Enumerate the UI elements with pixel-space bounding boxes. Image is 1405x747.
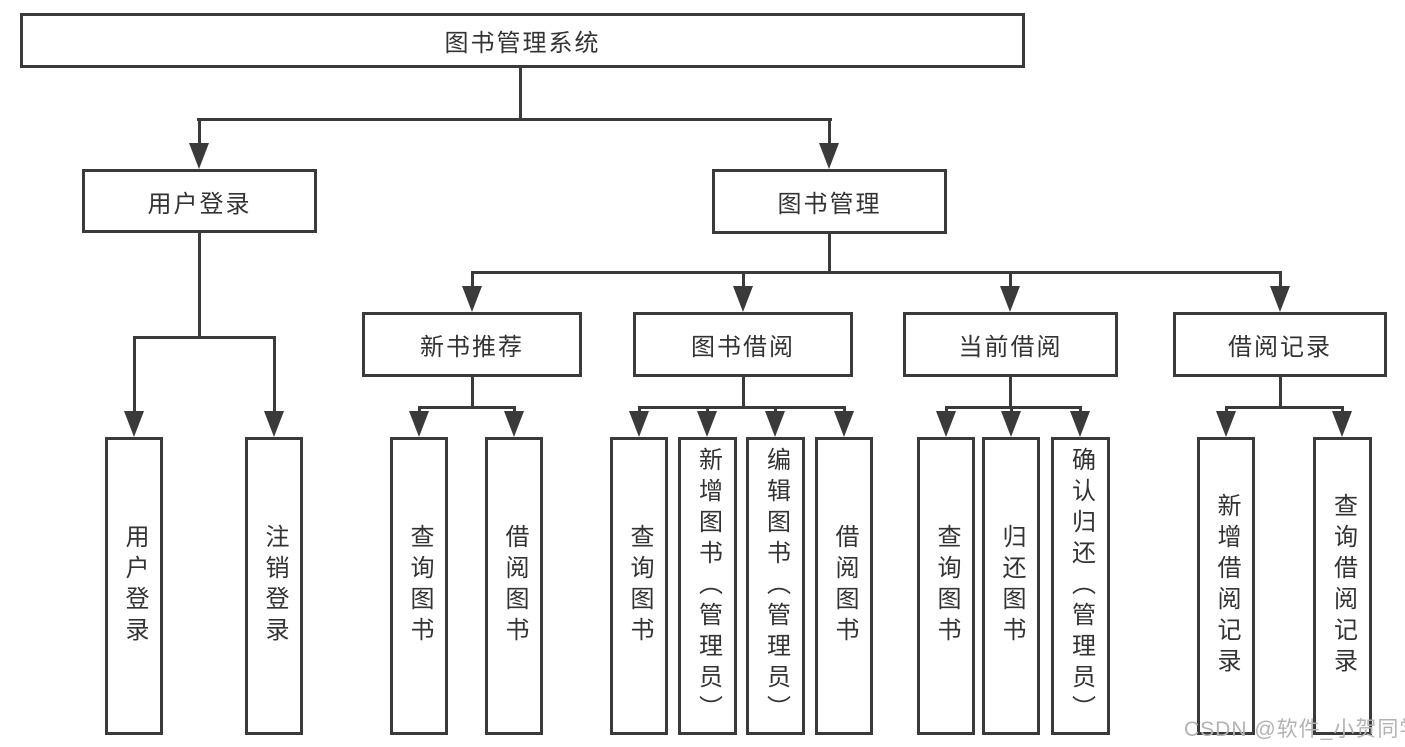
node-label: 用户登录 [147,190,252,218]
arrowhead [504,411,524,437]
leaf-label: 查询图书 [626,524,653,648]
leaf-query-books-current: 查询图书 [917,437,975,735]
leaf-label: 归还图书 [998,524,1025,648]
connector-drop-book-management [828,118,831,145]
arrowhead [697,411,717,437]
arrowhead-book-management [819,143,839,169]
connector-drop [945,406,948,414]
arrowhead-leaf-login [124,411,144,437]
node-label: 图书管理 [777,191,882,218]
connector-drop-leaf-login [133,336,136,414]
connector-drop-new-book [471,271,474,288]
connector-drop [843,406,846,414]
arrowhead [1332,411,1352,437]
leaf-label: 新增借阅记录 [1213,493,1240,679]
connector-book-borrow-stem [742,377,745,409]
leaf-label: 查询借阅记录 [1329,493,1357,679]
leaf-add-books-admin: 新增图书（管理员） [678,437,737,735]
leaf-label: 确认归还（管理员） [1067,446,1095,726]
connector-drop-user-login [198,118,201,145]
connector-drop [706,406,709,414]
arrowhead-leaf-logout [264,411,284,437]
arrowhead [936,411,956,437]
connector-drop [1341,406,1344,414]
leaf-logout: 注销登录 [245,437,303,735]
leaf-borrow-books-recommend: 借阅图书 [485,437,543,735]
node-new-book-recommend: 新书推荐 [362,312,582,377]
connector-drop [774,406,777,414]
leaf-edit-books-admin: 编辑图书（管理员） [746,437,805,735]
watermark-csdn: CSDN @软件_小贺同学 [1184,718,1405,741]
leaf-label: 查询图书 [933,524,960,648]
node-book-borrow: 图书借阅 [633,312,853,377]
connector-borrow-records-stem [1279,377,1282,409]
connector-current-borrow-stem [1009,377,1012,409]
leaf-user-login: 用户登录 [105,437,163,735]
node-label: 新书推荐 [420,334,524,361]
node-label: 图书借阅 [691,334,795,361]
node-label: 当前借阅 [958,334,1063,361]
connector-drop-borrow-records [1279,271,1282,288]
connector-root-stem [519,68,522,120]
connector-book-management-stem [828,234,831,274]
connector-current-borrow-splitbar [945,406,1082,409]
connector-drop [1079,406,1082,414]
connector-borrow-records-splitbar [1225,406,1344,409]
connector-drop [1010,406,1013,414]
connector-user-login-stem [198,233,201,339]
leaf-borrow-books: 借阅图书 [815,437,873,735]
arrowhead [834,411,854,437]
leaf-label: 编辑图书（管理员） [762,446,790,726]
arrowhead-new-book [462,286,482,312]
node-label: 图书管理系统 [444,30,601,57]
leaf-label: 注销登录 [261,524,288,648]
connector-root-splitbar [197,118,832,121]
arrowhead-user-login [189,143,209,169]
leaf-confirm-return-admin: 确认归还（管理员） [1051,437,1110,735]
leaf-return-books: 归还图书 [982,437,1040,735]
leaf-query-books-recommend: 查询图书 [390,437,448,735]
node-user-login: 用户登录 [82,169,317,233]
leaf-add-borrow-record: 新增借阅记录 [1197,437,1255,735]
arrowhead [1070,411,1090,437]
connector-user-login-splitbar [133,336,276,339]
leaf-query-books-borrow: 查询图书 [610,437,668,735]
connector-book-management-splitbar [471,271,1282,274]
arrowhead [765,411,785,437]
connector-drop [638,406,641,414]
connector-drop [513,406,516,414]
connector-drop [418,406,421,414]
arrowhead-book-borrow [733,286,753,312]
connector-drop-book-borrow [742,271,745,288]
arrowhead [1001,411,1021,437]
leaf-label: 借阅图书 [501,524,528,648]
arrowhead [1216,411,1236,437]
connector-new-book-splitbar [418,406,516,409]
leaf-label: 新增图书（管理员） [694,446,722,726]
connector-new-book-stem [471,377,474,409]
node-label: 借阅记录 [1228,334,1332,361]
node-book-management: 图书管理 [712,169,947,234]
leaf-label: 查询图书 [406,524,433,648]
node-borrow-records: 借阅记录 [1173,312,1387,377]
connector-book-borrow-splitbar [638,406,846,409]
arrowhead-borrow-records [1270,286,1290,312]
arrowhead [629,411,649,437]
node-library-management-system: 图书管理系统 [20,13,1025,68]
arrowhead [409,411,429,437]
leaf-query-borrow-record: 查询借阅记录 [1313,437,1372,735]
arrowhead-current-borrow [1000,286,1020,312]
connector-drop-current-borrow [1009,271,1012,288]
leaf-label: 借阅图书 [831,524,858,648]
leaf-label: 用户登录 [121,524,148,648]
node-current-borrow: 当前借阅 [903,312,1118,377]
connector-drop [1225,406,1228,414]
connector-drop-leaf-logout [273,336,276,414]
